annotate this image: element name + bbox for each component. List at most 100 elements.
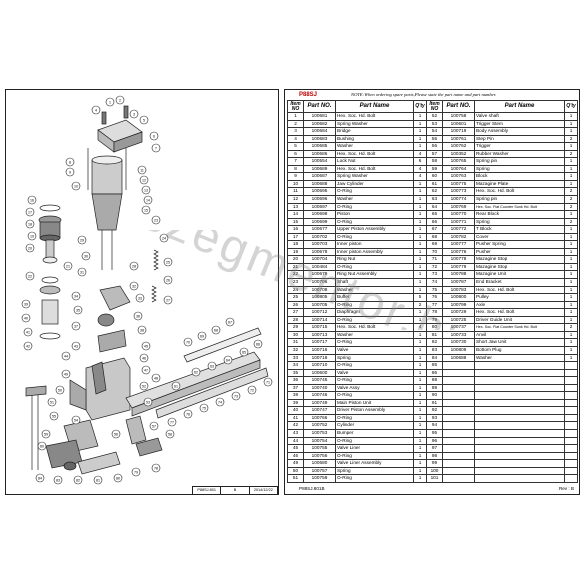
left-item-no: 18 bbox=[287, 240, 304, 249]
right-part-no: 100787 bbox=[442, 278, 475, 287]
right-item-no: 86 bbox=[426, 368, 443, 378]
right-item-no: 92 bbox=[426, 406, 443, 415]
callout-circle bbox=[171, 381, 181, 391]
right-part-name: Hex. Soc. Hd. Bolt bbox=[474, 285, 565, 295]
left-item-no: 10 bbox=[287, 179, 304, 189]
left-item-no: 24 bbox=[287, 285, 304, 295]
right-part-no bbox=[442, 368, 475, 378]
left-part-no: 100683 bbox=[303, 134, 336, 144]
callout-number: 59 bbox=[44, 432, 48, 436]
left-item-no: 4 bbox=[287, 134, 304, 144]
right-part-name: Mazagine Plate bbox=[474, 179, 565, 189]
right-part-no: 100769 bbox=[442, 202, 475, 212]
right-qty bbox=[564, 459, 578, 468]
callout-number: 61 bbox=[174, 384, 178, 388]
left-item-no: 8 bbox=[287, 164, 304, 174]
left-item-no: 37 bbox=[287, 383, 304, 393]
right-part-name: Trigger bbox=[474, 142, 565, 151]
revision-label: Rev : B bbox=[558, 486, 574, 491]
left-part-no: 100756 bbox=[303, 451, 336, 461]
right-item-no: 63 bbox=[426, 195, 443, 204]
drawing-ref-rev: B bbox=[221, 487, 250, 494]
right-item-no: 60 bbox=[426, 172, 443, 181]
callout-circle bbox=[55, 385, 65, 395]
left-qty: 5 bbox=[413, 293, 427, 302]
callout-number: 54 bbox=[74, 418, 78, 422]
right-part-no bbox=[442, 421, 475, 430]
left-part-name: Inner piston Assembly bbox=[335, 247, 414, 257]
callout-circle bbox=[207, 361, 217, 371]
right-qty bbox=[564, 413, 578, 423]
callout-circle bbox=[115, 95, 125, 105]
left-qty: 1 bbox=[413, 368, 427, 378]
right-item-no: 94 bbox=[426, 421, 443, 430]
left-part-no: 100680 bbox=[303, 459, 336, 468]
right-item-no: 70 bbox=[426, 247, 443, 257]
left-qty: 1 bbox=[413, 474, 427, 483]
right-qty: 1 bbox=[564, 278, 578, 287]
callout-circle bbox=[149, 131, 159, 141]
callout-circle bbox=[163, 275, 173, 285]
left-qty: 1 bbox=[413, 232, 427, 242]
right-item-no: 67 bbox=[426, 225, 443, 234]
callout-number: 1 bbox=[109, 100, 111, 104]
callout-number: 84 bbox=[38, 476, 42, 480]
callout-circle bbox=[129, 109, 139, 119]
right-part-no: 100779 bbox=[442, 262, 475, 272]
right-part-no: 100773 bbox=[442, 187, 475, 196]
left-qty: 1 bbox=[413, 217, 427, 227]
right-item-no: 85 bbox=[426, 361, 443, 370]
right-qty: 1 bbox=[564, 330, 578, 340]
callout-circle bbox=[139, 175, 149, 185]
callout-circle bbox=[263, 377, 273, 387]
callout-circle bbox=[139, 353, 149, 363]
right-item-no: 73 bbox=[426, 270, 443, 280]
right-item-no: 74 bbox=[426, 278, 443, 287]
header-qty: Q'ty bbox=[413, 100, 427, 113]
right-qty: 1 bbox=[564, 119, 578, 129]
right-part-name: Spring bbox=[474, 217, 565, 227]
right-item-no: 71 bbox=[426, 255, 443, 264]
left-part-no: 100755 bbox=[303, 444, 336, 453]
left-qty: 1 bbox=[413, 353, 427, 363]
drawing-ref-code: P88SJ.801 bbox=[193, 487, 222, 494]
right-part-no: 100778 bbox=[442, 255, 475, 264]
left-qty: 1 bbox=[413, 134, 427, 144]
right-qty: 2 bbox=[564, 149, 578, 159]
callout-circle bbox=[71, 341, 81, 351]
left-qty: 1 bbox=[413, 459, 427, 468]
left-part-name: Washer bbox=[335, 285, 414, 295]
right-item-no: 66 bbox=[426, 217, 443, 227]
callout-number: 80 bbox=[116, 476, 120, 480]
right-item-no: 78 bbox=[426, 308, 443, 317]
left-part-name: O-Ring bbox=[335, 315, 414, 325]
callout-number: 72 bbox=[250, 388, 254, 392]
callout-number: 41 bbox=[26, 330, 30, 334]
callout-number: 22 bbox=[28, 274, 32, 278]
right-qty bbox=[564, 451, 578, 461]
callout-number: 6 bbox=[153, 134, 155, 138]
left-qty: 1 bbox=[413, 421, 427, 430]
callout-number: 78 bbox=[154, 466, 158, 470]
right-part-no bbox=[442, 398, 475, 408]
callout-number: 9 bbox=[69, 170, 71, 174]
right-item-no: 52 bbox=[426, 112, 443, 121]
right-qty bbox=[564, 391, 578, 400]
callout-number: 70 bbox=[186, 340, 190, 344]
right-item-no: 62 bbox=[426, 187, 443, 196]
left-part-no: 100685 bbox=[303, 142, 336, 151]
callout-number: 55 bbox=[52, 414, 56, 418]
callout-number: 69 bbox=[200, 334, 204, 338]
right-part-name bbox=[474, 428, 565, 438]
callout-circle bbox=[151, 143, 161, 153]
